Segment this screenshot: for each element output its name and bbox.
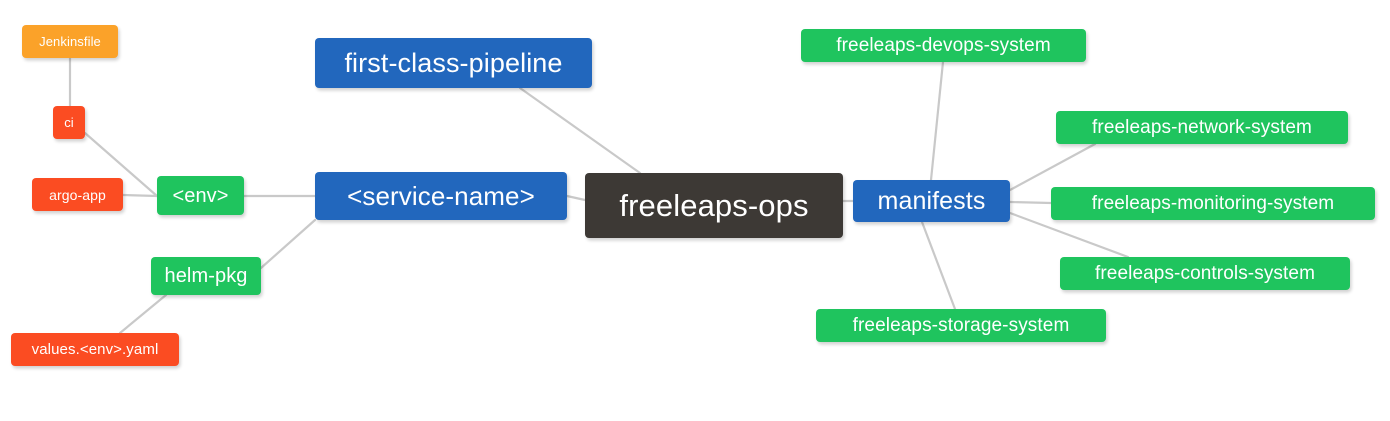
edge-argo-app-env (121, 193, 159, 198)
edge-service-name-helm-pkg (259, 218, 317, 270)
edge-manifests-monitoring (1008, 200, 1053, 205)
edge-manifests-network (1008, 142, 1097, 192)
node-values-yaml[interactable]: values.<env>.yaml (11, 333, 179, 366)
edge-manifests-storage (920, 220, 957, 311)
node-jenkinsfile[interactable]: Jenkinsfile (22, 25, 118, 58)
node-freeleaps-storage-system[interactable]: freeleaps-storage-system (816, 309, 1106, 342)
node-freeleaps-controls-system[interactable]: freeleaps-controls-system (1060, 257, 1350, 290)
edge-service-name-ops (565, 194, 587, 202)
edge-helm-pkg-values-yaml (118, 293, 168, 335)
edge-manifests-devops (929, 60, 945, 182)
node-manifests[interactable]: manifests (853, 180, 1010, 222)
node-first-class-pipeline[interactable]: first-class-pipeline (315, 38, 592, 88)
node-freeleaps-ops[interactable]: freeleaps-ops (585, 173, 843, 238)
edge-first-class-pipeline-ops (518, 86, 642, 175)
node-ci[interactable]: ci (53, 106, 85, 139)
node-service-name[interactable]: <service-name> (315, 172, 567, 220)
node-freeleaps-monitoring-system[interactable]: freeleaps-monitoring-system (1051, 187, 1375, 220)
node-argo-app[interactable]: argo-app (32, 178, 123, 211)
node-env[interactable]: <env> (157, 176, 244, 215)
node-freeleaps-network-system[interactable]: freeleaps-network-system (1056, 111, 1348, 144)
node-helm-pkg[interactable]: helm-pkg (151, 257, 261, 295)
node-freeleaps-devops-system[interactable]: freeleaps-devops-system (801, 29, 1086, 62)
